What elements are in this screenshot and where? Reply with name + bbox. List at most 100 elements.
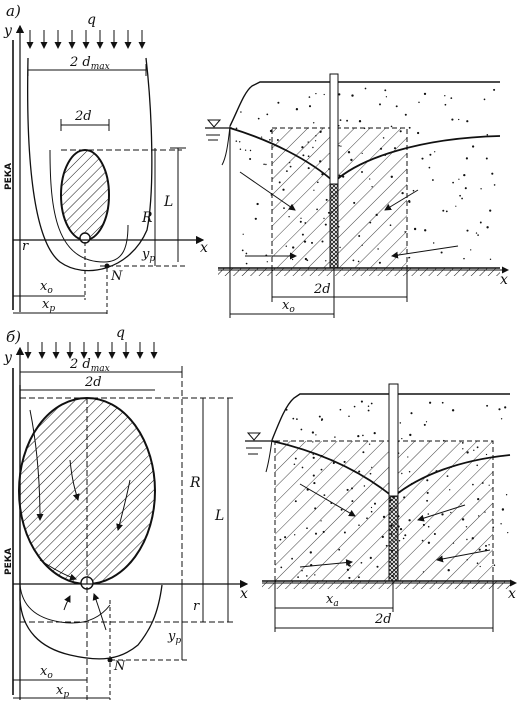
soil-dot	[458, 178, 460, 180]
inner-boundary-curve	[19, 584, 111, 624]
soil-dot	[445, 210, 448, 213]
x-axis-label: x	[200, 240, 208, 256]
section-label-2d: 2d	[313, 282, 331, 297]
label-R: R	[189, 475, 201, 491]
soil-dot	[461, 197, 463, 200]
soil-dot	[296, 418, 298, 420]
soil-dot	[493, 564, 496, 567]
soil-dot	[235, 127, 238, 130]
load-label-q: q	[87, 12, 96, 28]
soil-dot	[423, 423, 426, 426]
soil-dot	[458, 118, 460, 121]
ground-surface	[229, 81, 500, 127]
soil-dot	[485, 157, 488, 160]
soil-dot	[318, 415, 321, 418]
inner-boundary-curve	[49, 149, 129, 263]
soil-dot	[444, 95, 446, 97]
load-label-q: q	[116, 325, 125, 341]
soil-dot	[451, 118, 454, 121]
soil-dot	[263, 163, 265, 165]
label-L: L	[214, 508, 224, 524]
soil-dot	[260, 136, 263, 138]
soil-dot	[507, 531, 509, 534]
label-r: r	[22, 239, 29, 254]
river-label: РЕКА	[4, 548, 14, 575]
soil-dot	[401, 437, 403, 440]
load-arrows	[26, 30, 146, 49]
label-yp: yp	[167, 629, 181, 646]
soil-dot	[242, 233, 244, 235]
well-filter	[329, 183, 339, 269]
panel-b-section: x xa 2d	[245, 383, 517, 632]
flow-arrow	[116, 479, 131, 531]
label-N: N	[110, 269, 123, 284]
soil-dot	[480, 188, 482, 190]
flow-arrow	[299, 483, 356, 517]
soil-dot	[465, 157, 468, 160]
soil-dot	[416, 131, 420, 135]
soil-dot	[425, 421, 428, 423]
soil-dot	[431, 179, 434, 181]
y-axis-label: y	[3, 350, 13, 366]
soil-dot	[491, 172, 494, 175]
label-xp: xp	[42, 297, 55, 314]
soil-dot	[249, 157, 252, 161]
capture-zone-curve	[19, 385, 163, 660]
soil-dot	[312, 122, 315, 124]
soil-dot	[470, 249, 472, 251]
soil-dot	[338, 93, 341, 96]
soil-dot	[424, 229, 427, 232]
label-R: R	[141, 210, 153, 226]
soil-dot	[412, 189, 415, 192]
soil-dot	[353, 405, 356, 408]
soil-dot	[483, 98, 486, 101]
soil-dot	[498, 408, 501, 411]
soil-dot	[266, 261, 268, 263]
flow-arrow	[63, 595, 71, 611]
water-level-icon	[246, 432, 262, 441]
soil-dot	[505, 494, 508, 496]
soil-dot	[441, 401, 444, 404]
soil-dot	[409, 433, 412, 437]
well-marker	[79, 232, 91, 244]
section-label-2d: 2d	[374, 612, 392, 627]
soil-dot	[315, 434, 317, 436]
stagnation-point	[104, 263, 110, 269]
soil-dot	[451, 409, 455, 412]
soil-dot	[348, 415, 350, 417]
soil-dot	[475, 232, 478, 234]
soil-dot	[367, 405, 370, 408]
label-xp: xp	[56, 683, 69, 700]
soil-dot	[235, 140, 238, 142]
soil-dot	[239, 148, 242, 150]
soil-dot	[323, 93, 325, 96]
soil-dot	[429, 153, 432, 156]
soil-dot	[421, 157, 424, 160]
soil-dot	[464, 187, 467, 190]
aquitard-hatch	[218, 268, 500, 276]
soil-dot	[428, 166, 431, 169]
soil-dot	[501, 508, 505, 511]
soil-dot	[373, 432, 376, 435]
soil-dot	[238, 141, 241, 143]
soil-dot	[321, 419, 323, 421]
flow-arrow	[384, 189, 419, 211]
label-r: r	[193, 599, 200, 614]
section-x-label: x	[508, 586, 516, 602]
soil-dot	[244, 149, 247, 151]
soil-dot	[346, 119, 349, 122]
soil-dot	[459, 194, 461, 197]
soil-dot	[240, 111, 242, 113]
panel-b-tag: б)	[6, 328, 21, 346]
stagnation-point	[107, 657, 113, 663]
capture-zone-curve	[27, 57, 153, 272]
soil-dot	[489, 258, 492, 261]
label-2dmax: 2 dmax	[69, 55, 110, 72]
soil-dot	[358, 120, 362, 123]
soil-dot	[440, 251, 443, 254]
label-2d: 2d	[84, 375, 102, 390]
label-2dmax: 2 dmax	[69, 357, 110, 374]
flow-arrow	[417, 504, 466, 522]
soil-dot	[423, 92, 427, 96]
